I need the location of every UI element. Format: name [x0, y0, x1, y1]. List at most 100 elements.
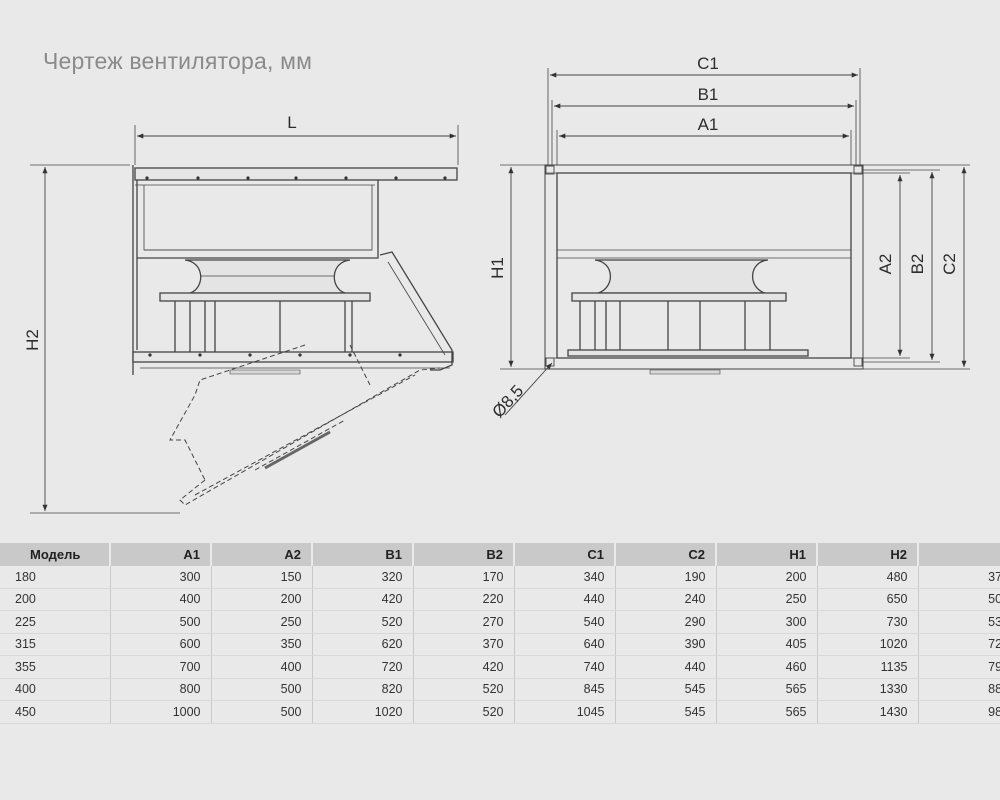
header-a1: A1: [109, 543, 211, 566]
table-cell: 250: [715, 588, 817, 611]
table-cell: 355: [0, 655, 110, 679]
table-cell: 545: [614, 678, 716, 701]
table-cell: 300: [109, 566, 211, 589]
table-cell: 1045: [513, 700, 615, 724]
table-cell: 170: [412, 566, 514, 589]
table-cell: 220: [412, 588, 514, 611]
table-cell: 400: [210, 655, 312, 679]
table-cell: 290: [614, 610, 716, 634]
fan-drawing: L H2: [23, 54, 970, 514]
label-b2: B2: [908, 254, 927, 275]
table-cell: 1135: [816, 655, 918, 679]
table-header-row: Модель A1 A2 B1 B2 C1 C2 H1 H2 L: [0, 543, 1000, 566]
table-cell: 340: [513, 566, 615, 589]
table-cell: 530: [917, 610, 1000, 634]
table-cell: 620: [311, 633, 413, 656]
label-h1: H1: [488, 257, 507, 279]
table-cell: 450: [0, 700, 110, 724]
table-cell: 540: [513, 610, 615, 634]
table-cell: 420: [311, 588, 413, 611]
label-h2: H2: [23, 329, 42, 351]
table-cell: 600: [109, 633, 211, 656]
table-cell: 740: [513, 655, 615, 679]
table-cell: 500: [109, 610, 211, 634]
header-h1: H1: [715, 543, 817, 566]
table-cell: 200: [715, 566, 817, 589]
table-cell: 320: [311, 566, 413, 589]
table-cell: 1000: [109, 700, 211, 724]
table-cell: 460: [715, 655, 817, 679]
table-cell: 375: [917, 566, 1000, 589]
table-row: 355 700 400 720 420 740 440 460 1135 790: [0, 655, 1000, 679]
table-cell: 240: [614, 588, 716, 611]
table-cell: 980: [917, 700, 1000, 724]
label-c2: C2: [940, 253, 959, 275]
table-cell: 800: [109, 678, 211, 701]
table-cell: 720: [311, 655, 413, 679]
table-cell: 480: [816, 566, 918, 589]
header-l: L: [917, 543, 1000, 566]
table-cell: 200: [0, 588, 110, 611]
side-view: [30, 125, 459, 514]
label-a2: A2: [876, 254, 895, 275]
table-cell: 300: [715, 610, 817, 634]
table-cell: 400: [0, 678, 110, 701]
table-cell: 180: [0, 566, 110, 589]
table-cell: 520: [412, 700, 514, 724]
table-cell: 880: [917, 678, 1000, 701]
table-cell: 520: [311, 610, 413, 634]
table-cell: 650: [816, 588, 918, 611]
header-a2: A2: [210, 543, 312, 566]
table-row: 315 600 350 620 370 640 390 405 1020 720: [0, 633, 1000, 656]
table-cell: 820: [311, 678, 413, 701]
table-cell: 420: [412, 655, 514, 679]
table-cell: 545: [614, 700, 716, 724]
header-c1: C1: [513, 543, 615, 566]
header-b1: B1: [311, 543, 413, 566]
label-hole-diameter: Ø8,5: [489, 381, 528, 421]
table-cell: 440: [513, 588, 615, 611]
table-cell: 315: [0, 633, 110, 656]
table-row: 200 400 200 420 220 440 240 250 650 500: [0, 588, 1000, 611]
table-cell: 845: [513, 678, 615, 701]
table-cell: 225: [0, 610, 110, 634]
table-cell: 730: [816, 610, 918, 634]
header-h2: H2: [816, 543, 918, 566]
header-c2: C2: [614, 543, 716, 566]
table-cell: 405: [715, 633, 817, 656]
dimensions-table: Модель A1 A2 B1 B2 C1 C2 H1 H2 L 180 300…: [0, 543, 1000, 724]
header-model: Модель: [0, 543, 110, 566]
table-cell: 440: [614, 655, 716, 679]
table-cell: 390: [614, 633, 716, 656]
hole-leader-line: [504, 362, 553, 416]
label-b1: B1: [698, 85, 719, 104]
table-cell: 1430: [816, 700, 918, 724]
table-cell: 720: [917, 633, 1000, 656]
table-cell: 250: [210, 610, 312, 634]
table-cell: 200: [210, 588, 312, 611]
header-b2: B2: [412, 543, 514, 566]
table-row: 400 800 500 820 520 845 545 565 1330 880: [0, 678, 1000, 701]
label-c1: C1: [697, 54, 719, 73]
page-title: Чертеж вентилятора, мм: [43, 48, 313, 74]
table-row: 180 300 150 320 170 340 190 200 480 375: [0, 566, 1000, 589]
table-row: 450 1000 500 1020 520 1045 545 565 1430 …: [0, 700, 1000, 724]
table-cell: 1330: [816, 678, 918, 701]
table-cell: 1020: [816, 633, 918, 656]
table-cell: 270: [412, 610, 514, 634]
table-cell: 640: [513, 633, 615, 656]
table-cell: 790: [917, 655, 1000, 679]
table-cell: 350: [210, 633, 312, 656]
front-view: [500, 68, 970, 416]
table-cell: 400: [109, 588, 211, 611]
table-cell: 150: [210, 566, 312, 589]
table-cell: 520: [412, 678, 514, 701]
table-cell: 565: [715, 678, 817, 701]
table-cell: 500: [917, 588, 1000, 611]
label-l: L: [287, 113, 296, 132]
table-cell: 190: [614, 566, 716, 589]
table-cell: 370: [412, 633, 514, 656]
table-cell: 500: [210, 678, 312, 701]
table-cell: 1020: [311, 700, 413, 724]
table-cell: 700: [109, 655, 211, 679]
